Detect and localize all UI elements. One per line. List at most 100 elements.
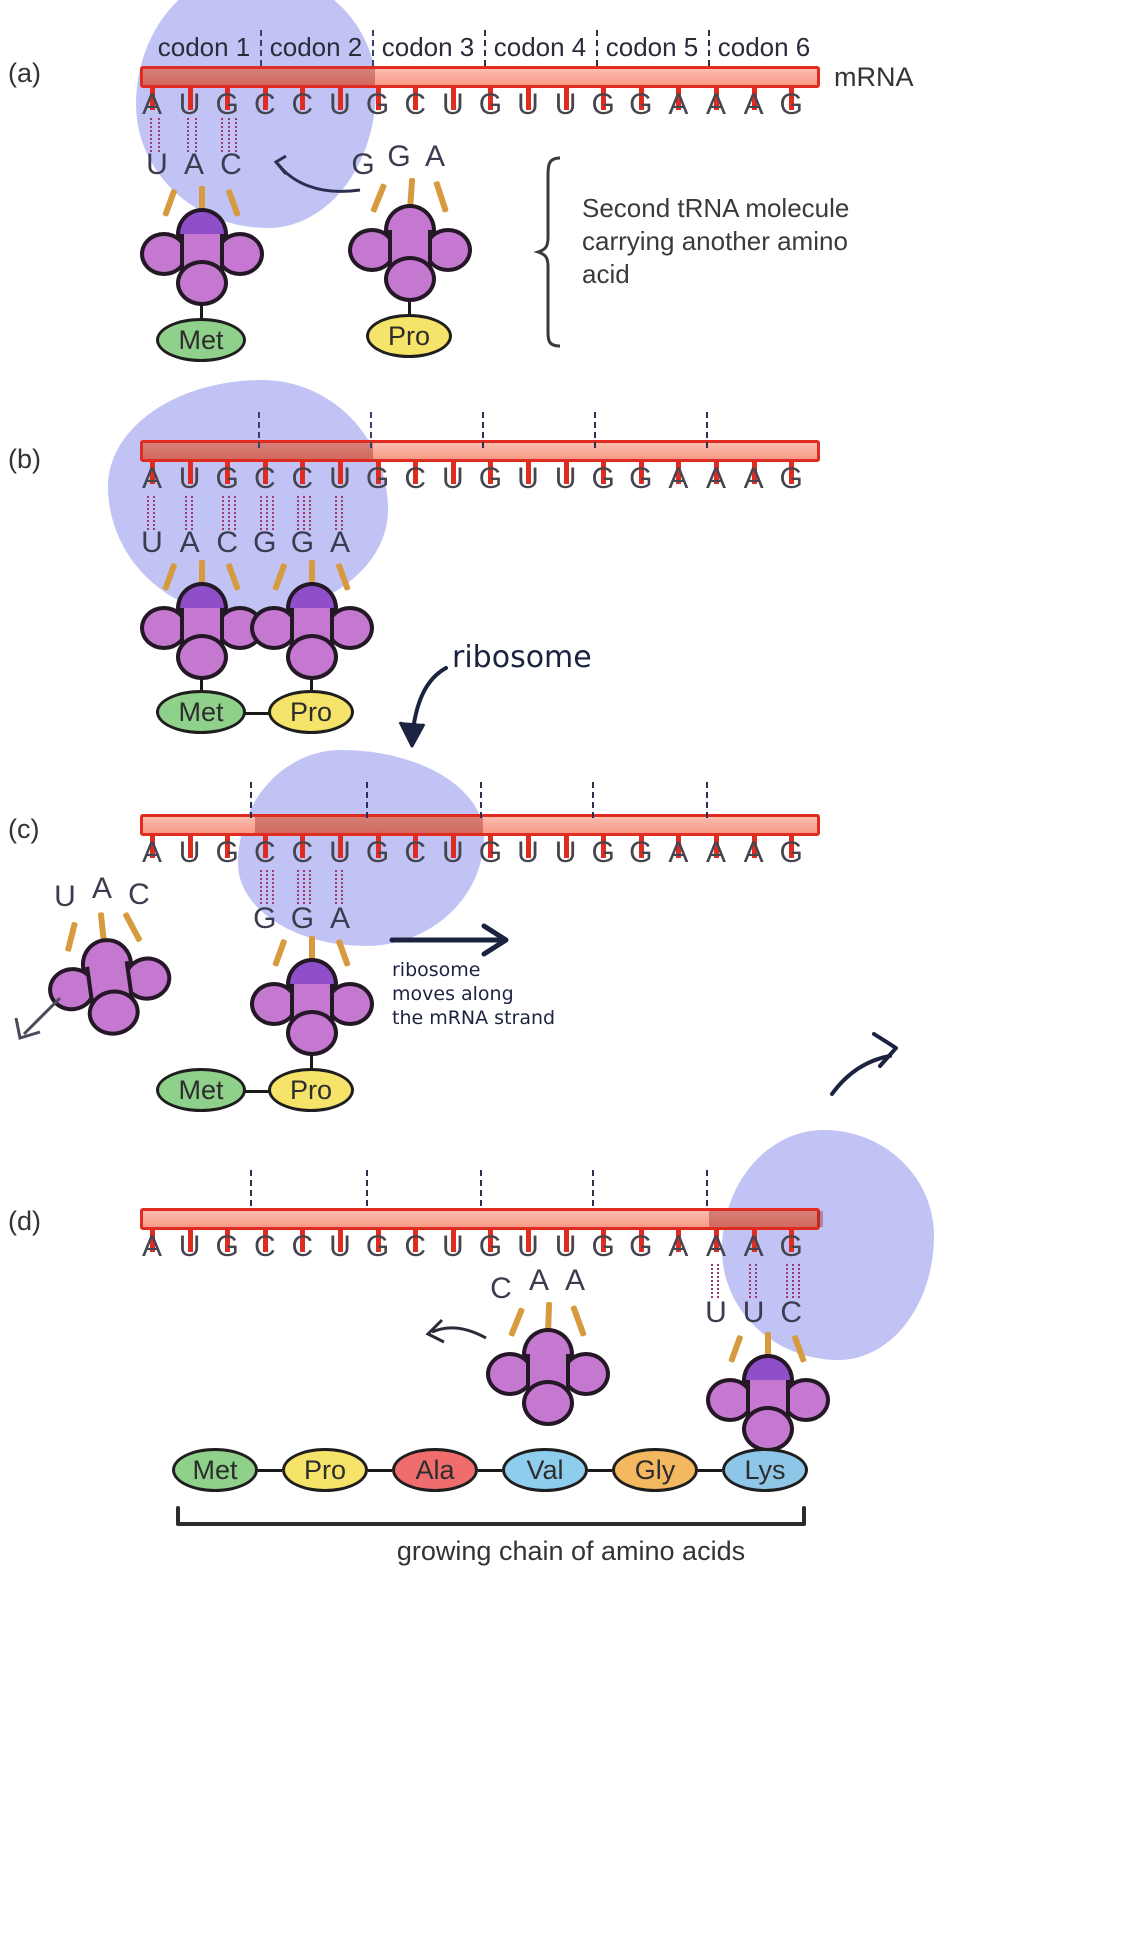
amino-acid-label: Pro	[387, 320, 431, 351]
codon-divider	[592, 782, 594, 818]
mrna-tick	[413, 1230, 419, 1252]
amino-acid-met-d: Met	[172, 1448, 258, 1492]
mrna-base: U	[178, 1230, 201, 1263]
growing-chain-caption: growing chain of amino acids	[396, 1536, 746, 1566]
ribosome-blob-d	[722, 1130, 934, 1360]
mrna-base: U	[554, 88, 577, 121]
hydrogen-bonds	[293, 870, 313, 904]
aa-link-line	[310, 1050, 313, 1072]
panel-d-label: (d)	[8, 1206, 41, 1236]
peptide-bond	[258, 1469, 282, 1472]
mrna-base: U	[329, 1230, 351, 1263]
trna-detached-c	[38, 904, 177, 1040]
codon-divider	[592, 1170, 594, 1206]
anticodon-base: A	[179, 526, 200, 559]
mrna-base: G	[478, 462, 503, 495]
acceptor-stem	[225, 562, 241, 592]
mrna-base: A	[705, 88, 726, 121]
mrna-base: G	[779, 836, 803, 869]
acceptor-stem	[335, 938, 351, 968]
second-trna-note: Second tRNA molecule carrying another am…	[582, 193, 850, 289]
mrna-tick	[300, 462, 306, 484]
anticodon-base: A	[91, 872, 112, 905]
trna-arm-bottom	[384, 256, 436, 302]
mrna-base: U	[554, 1230, 577, 1263]
mrna-tick	[150, 462, 155, 484]
codon-divider	[258, 412, 260, 448]
mrna-tick	[413, 836, 419, 858]
mrna-base: G	[591, 1230, 615, 1263]
trna-pro-c	[250, 932, 374, 1056]
codon-label-2: codon 2	[269, 32, 363, 62]
anticodon-base: G	[290, 902, 315, 935]
mrna-tick	[563, 1230, 569, 1252]
mrna-base: C	[253, 88, 276, 121]
mrna-base: C	[404, 1230, 427, 1263]
mrna-base: G	[779, 1230, 803, 1263]
anticodon-base: G	[290, 526, 315, 559]
acceptor-stem	[309, 560, 315, 588]
acceptor-stem	[309, 936, 315, 964]
mrna-base: G	[629, 88, 653, 121]
mrna-base: G	[591, 836, 615, 869]
anticodon-base: A	[424, 140, 445, 173]
mrna-base: G	[215, 836, 239, 869]
amino-acid-met-c: Met	[156, 1068, 246, 1112]
amino-acid-label: Val	[526, 1454, 564, 1485]
mrna-base: U	[517, 88, 539, 121]
mrna-tick	[563, 462, 569, 484]
mrna-base: G	[629, 462, 653, 495]
mrna-base: U	[554, 836, 577, 869]
anticodon-base: A	[329, 902, 350, 935]
peptide-bond	[588, 1469, 612, 1472]
trna-arm-right	[216, 232, 264, 276]
mrna-tick	[187, 462, 193, 484]
mrna-tick	[714, 1230, 719, 1252]
acceptor-stem	[225, 188, 241, 218]
amino-acid-val-d: Val	[502, 1448, 588, 1492]
mrna-base: C	[404, 836, 427, 869]
mrna-base: G	[365, 836, 390, 869]
codon-divider	[366, 1170, 368, 1206]
aa-link-line	[310, 674, 313, 692]
mrna-tick	[676, 1230, 682, 1252]
mrna-base: G	[215, 1230, 239, 1263]
trna-arm-bottom	[522, 1380, 574, 1426]
amino-acid-label: Pro	[289, 1074, 333, 1105]
acceptor-stem	[728, 1334, 744, 1364]
anticodon-base: C	[490, 1272, 512, 1305]
codon-divider	[482, 412, 484, 448]
codon-divider	[250, 782, 252, 818]
amino-acid-label: Met	[178, 324, 224, 355]
hydrogen-bonds	[331, 870, 351, 904]
mrna-tick	[413, 462, 419, 484]
mrna-tick	[225, 1230, 231, 1252]
amino-acid-label: Pro	[303, 1454, 347, 1485]
codon-divider	[706, 412, 708, 448]
aa-link-line	[408, 296, 411, 318]
mrna-base: U	[517, 836, 539, 869]
codon-divider	[250, 1170, 252, 1206]
ribosome-annotation-b: ribosome	[452, 640, 592, 675]
mrna-tick	[150, 88, 155, 110]
mrna-base: U	[554, 462, 577, 495]
mrna-tick	[150, 836, 155, 858]
anticodon-base: C	[128, 878, 150, 911]
anticodon-base: G	[387, 140, 411, 173]
ribosome-covered-region	[255, 817, 483, 833]
acceptor-stem	[122, 911, 143, 943]
mrna-base: G	[478, 836, 503, 869]
trna-arm-bottom	[742, 1406, 794, 1452]
mrna-tick	[225, 462, 231, 484]
mrna-base: U	[441, 836, 464, 869]
mrna-tick	[450, 1230, 456, 1252]
amino-acid-label: Met	[192, 1454, 238, 1485]
anticodon-base: U	[54, 880, 76, 913]
mrna-base: A	[705, 1230, 726, 1263]
mrna-base: U	[441, 1230, 464, 1263]
anticodon-base: C	[220, 148, 242, 181]
mrna-tick	[300, 1230, 306, 1252]
amino-acid-label: Ala	[415, 1454, 455, 1485]
mrna-tick	[601, 462, 607, 484]
